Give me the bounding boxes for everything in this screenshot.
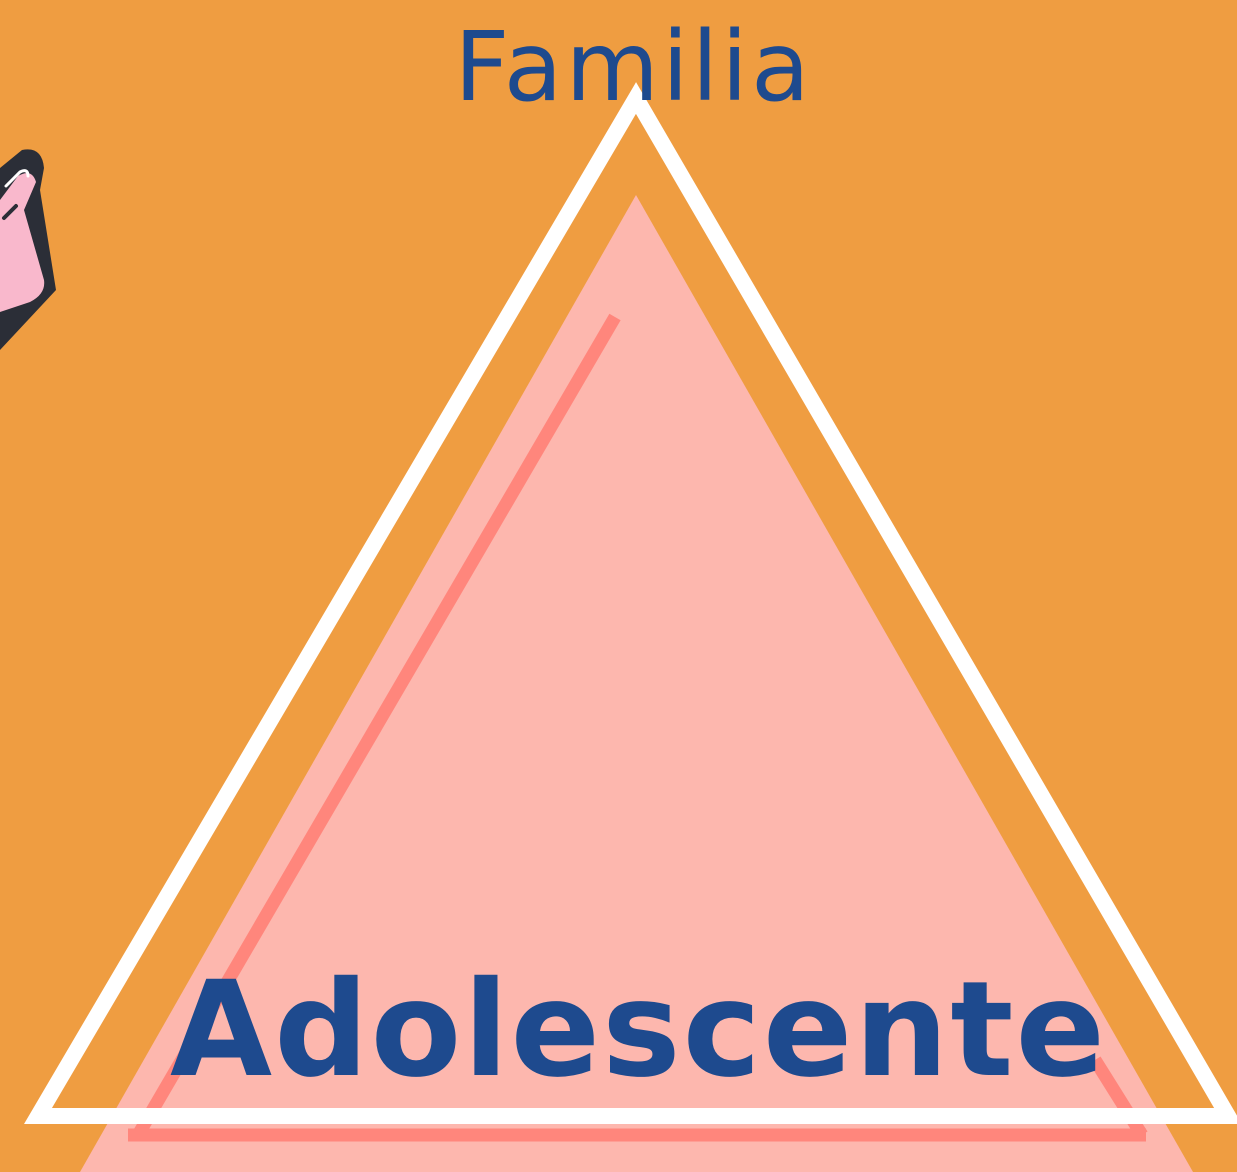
bottom-label: Adolescente [169, 953, 1108, 1107]
inner-triangle [80, 195, 1193, 1172]
top-label: Familia [454, 11, 813, 123]
accent-left-stroke [132, 313, 621, 1139]
outline-triangle [24, 82, 1237, 1124]
pink-sticker-icon [0, 149, 56, 350]
